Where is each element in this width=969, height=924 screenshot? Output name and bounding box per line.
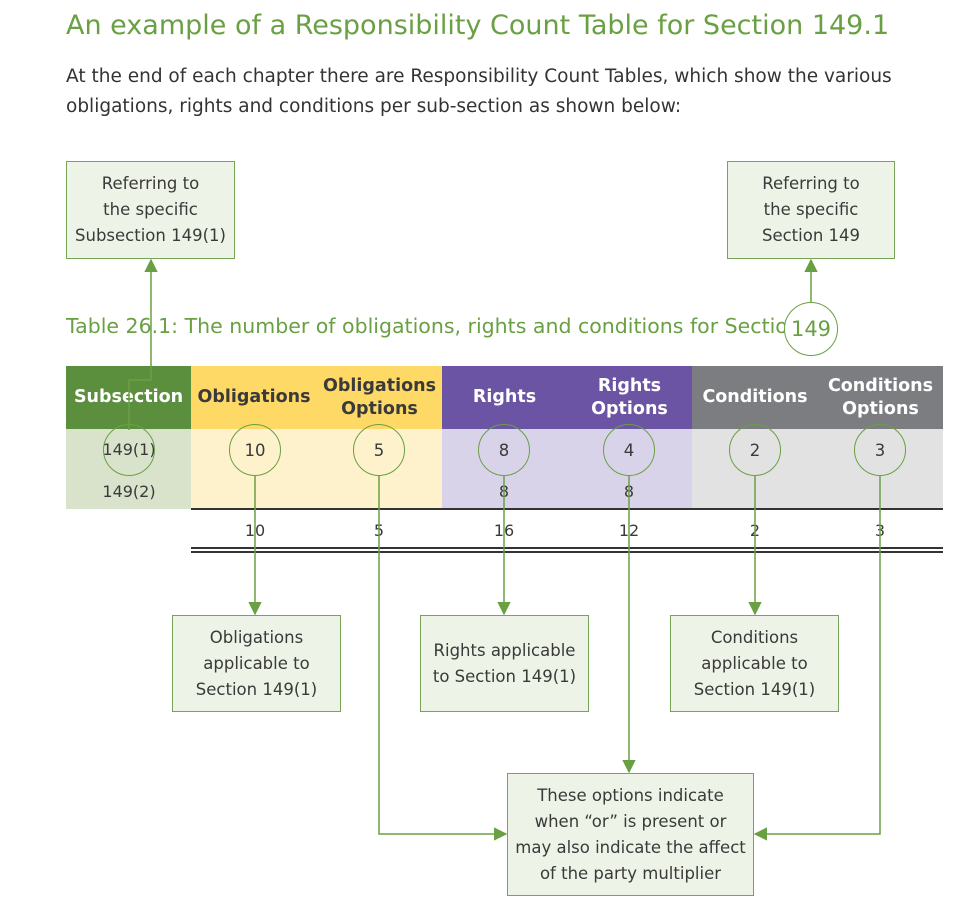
subsection-highlight-circle xyxy=(103,424,155,476)
row2-subsection: 149(2) xyxy=(102,482,156,501)
header-rights: Rights xyxy=(472,387,537,407)
callout-obligations: Obligations applicable to Section 149(1) xyxy=(172,615,341,712)
total-obligations-options: 5 xyxy=(373,521,385,540)
row2-rights-options: 8 xyxy=(623,482,635,501)
row1-rights: 8 xyxy=(498,440,510,460)
row1-conditions-circle: 2 xyxy=(729,424,781,476)
total-obligations: 10 xyxy=(244,521,266,540)
page-heading: An example of a Responsibility Count Tab… xyxy=(66,10,890,41)
row1-obligations-options: 5 xyxy=(373,440,385,460)
header-obligations: Obligations xyxy=(197,387,311,407)
row1-rights-circle: 8 xyxy=(478,424,530,476)
total-conditions-options: 3 xyxy=(874,521,886,540)
callout-section-reference: Referring to the specific Section 149 xyxy=(727,161,895,259)
body-obligations-bg xyxy=(191,429,442,509)
section-number-circle: 149 xyxy=(784,302,838,356)
total-rights: 16 xyxy=(493,521,515,540)
section-number: 149 xyxy=(790,317,832,341)
header-subsection: Subsection xyxy=(66,366,191,429)
callout-conditions: Conditions applicable to Section 149(1) xyxy=(670,615,839,712)
intro-paragraph: At the end of each chapter there are Res… xyxy=(66,66,892,117)
header-conditions: Conditions xyxy=(702,387,808,407)
table-title: Table 26.1: The number of obligations, r… xyxy=(66,314,801,338)
header-rights-options: Rights Options xyxy=(591,375,668,419)
row1-obligations: 10 xyxy=(244,440,266,460)
header-conditions-options: Conditions Options xyxy=(827,375,934,419)
total-rule-lower xyxy=(191,551,943,553)
total-rights-options: 12 xyxy=(618,521,640,540)
row1-rights-options: 4 xyxy=(623,440,635,460)
total-rule-upper xyxy=(191,547,943,549)
callout-options: These options indicate when “or” is pres… xyxy=(507,773,754,896)
table-rule xyxy=(191,508,943,510)
total-conditions: 2 xyxy=(749,521,761,540)
header-conditions-group xyxy=(692,366,943,429)
row1-obligations-circle: 10 xyxy=(229,424,281,476)
header-rights-group xyxy=(442,366,692,429)
row1-conditions: 2 xyxy=(749,440,761,460)
row1-rights-options-circle: 4 xyxy=(603,424,655,476)
header-obligations-options: Obligations Options xyxy=(323,375,436,419)
callout-rights: Rights applicable to Section 149(1) xyxy=(420,615,589,712)
row2-rights: 8 xyxy=(498,482,510,501)
header-obligations-group xyxy=(191,366,442,429)
row1-obligations-options-circle: 5 xyxy=(353,424,405,476)
table-title-text: Table 26.1: The number of obligations, r… xyxy=(66,314,801,338)
row1-conditions-options: 3 xyxy=(874,440,886,460)
row1-conditions-options-circle: 3 xyxy=(854,424,906,476)
callout-subsection-reference: Referring to the specific Subsection 149… xyxy=(66,161,235,259)
